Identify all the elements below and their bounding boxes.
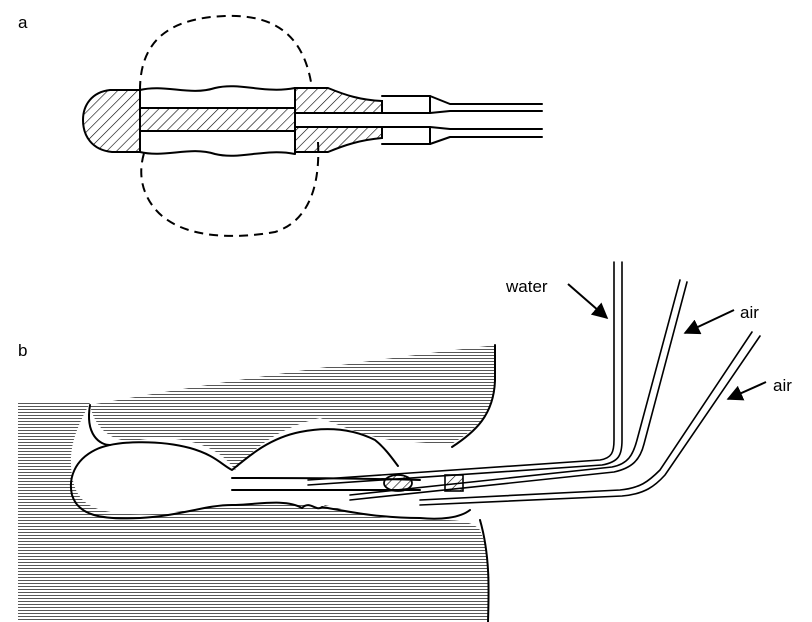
tube-lower <box>382 127 542 144</box>
water-arrow <box>568 284 607 318</box>
upper-tissue <box>90 345 495 470</box>
tube-upper <box>382 96 542 113</box>
air-label-1: air <box>740 303 759 322</box>
panel-a-label: a <box>18 13 28 32</box>
probe-shaft <box>140 108 295 131</box>
callouts: water air air <box>505 277 792 399</box>
panel-a: a <box>18 13 542 236</box>
air-arrow-1 <box>685 310 734 333</box>
balloon-wall-upper <box>140 86 295 108</box>
air-label-2: air <box>773 376 792 395</box>
panel-b: b <box>18 262 760 622</box>
water-label: water <box>505 277 548 296</box>
probe-collar <box>295 88 382 152</box>
probe-tip <box>83 90 140 152</box>
air-arrow-2 <box>728 382 766 399</box>
panel-b-label: b <box>18 341 27 360</box>
balloon-wall-lower <box>140 131 295 156</box>
